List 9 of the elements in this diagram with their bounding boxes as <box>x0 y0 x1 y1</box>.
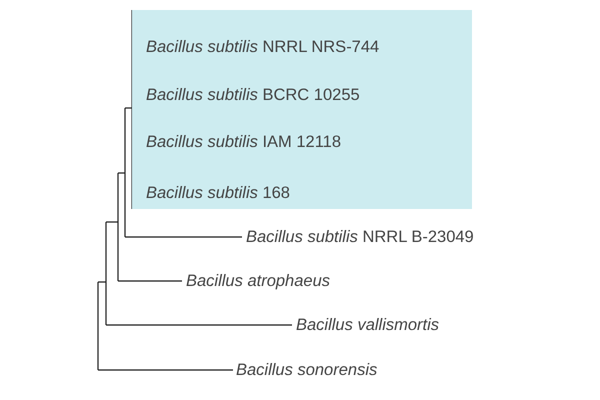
species-label: Bacillus subtilis IAM 12118 <box>146 132 342 152</box>
species-label: Bacillus atrophaeus <box>186 271 330 291</box>
species-label: Bacillus subtilis BCRC 10255 <box>146 85 360 105</box>
species-label: Bacillus sonorensis <box>236 360 378 380</box>
species-label: Bacillus subtilis NRRL B-23049 <box>246 227 474 247</box>
species-label: Bacillus subtilis NRRL NRS-744 <box>146 37 380 57</box>
highlight-band <box>132 10 472 209</box>
species-label: Bacillus subtilis 168 <box>146 183 290 203</box>
species-label: Bacillus vallismortis <box>296 315 440 335</box>
